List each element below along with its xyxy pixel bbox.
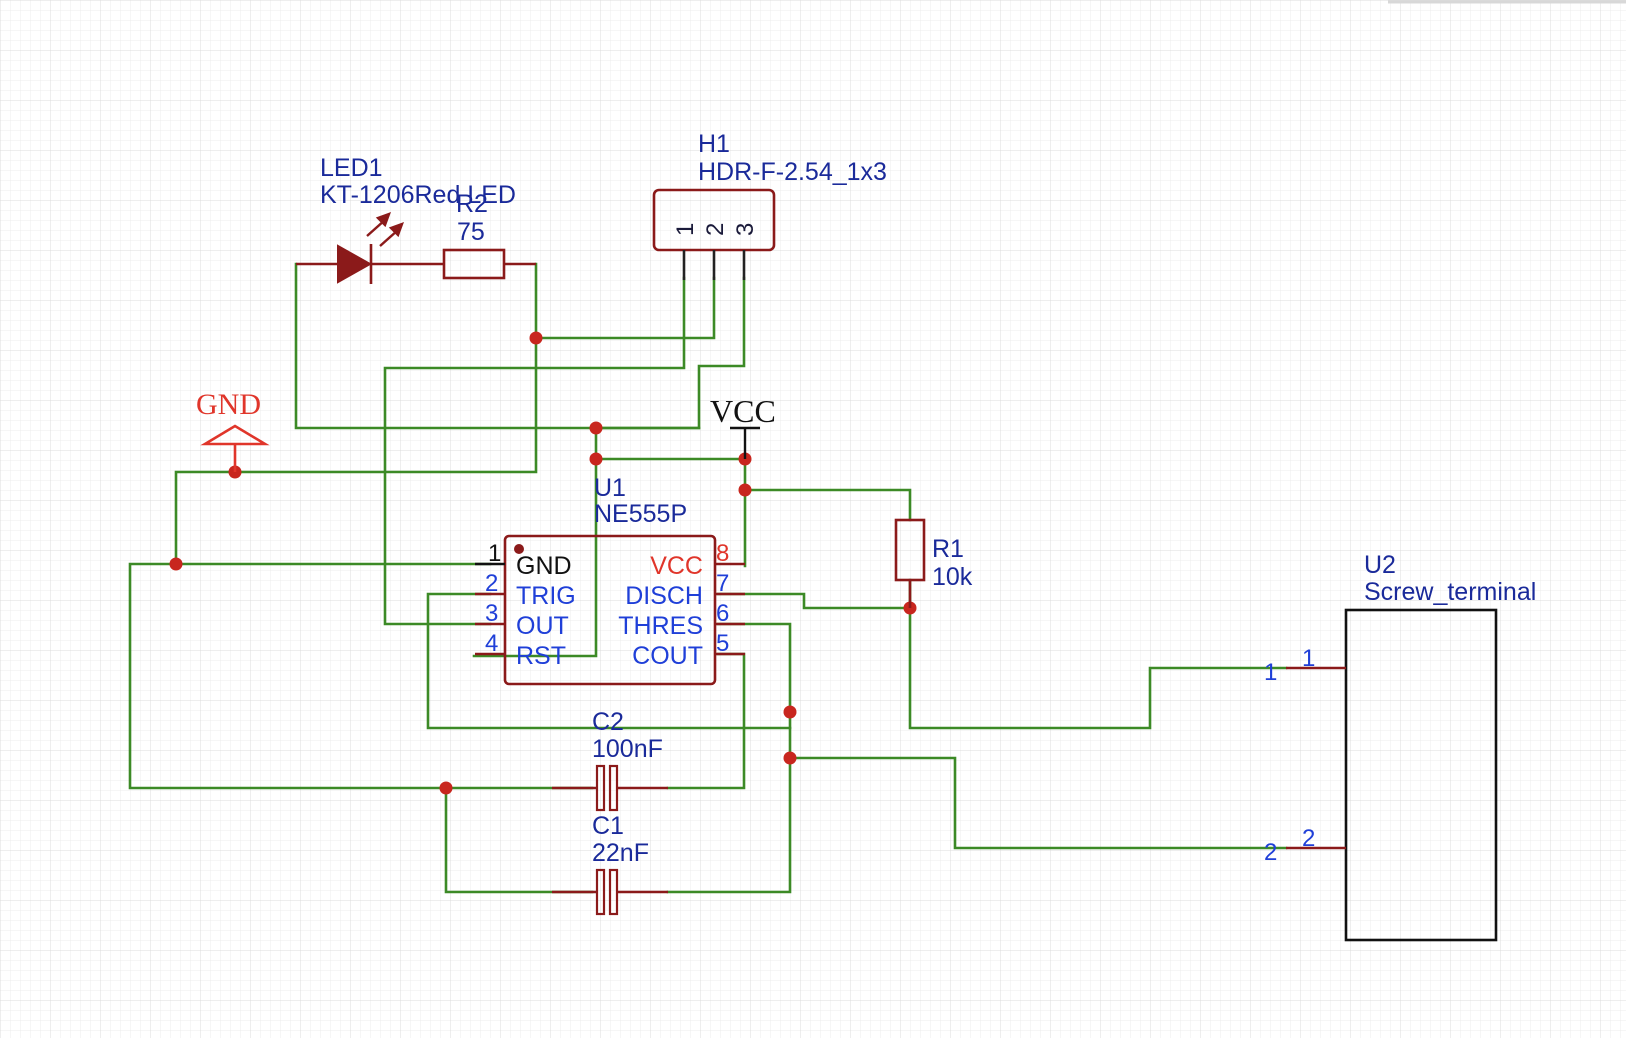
u1-pin7-name: DISCH bbox=[625, 582, 703, 610]
c1-ref: C1 bbox=[592, 812, 624, 840]
u1-pin2-name: TRIG bbox=[516, 582, 576, 610]
h1-ref: H1 bbox=[698, 130, 730, 158]
u2-value: Screw_terminal bbox=[1364, 578, 1536, 606]
u2-body bbox=[1344, 608, 1498, 942]
u1-pin6-num: 6 bbox=[716, 600, 729, 627]
u1-pin1-name: GND bbox=[516, 552, 572, 580]
wire-vcc-h1pin3[interactable] bbox=[594, 276, 746, 430]
u1-pin3-num: 3 bbox=[485, 600, 498, 627]
h1-header[interactable]: 1 2 3 H1 HDR-F-2.54_1x3 bbox=[652, 130, 887, 280]
junction-dot bbox=[589, 421, 603, 435]
u1-value: NE555P bbox=[594, 500, 687, 528]
u1-pin8-num: 8 bbox=[716, 540, 729, 567]
c2[interactable]: C2 100nF bbox=[552, 708, 668, 812]
junction-dot bbox=[738, 483, 752, 497]
c2-plate-right bbox=[608, 764, 619, 812]
u1-body bbox=[503, 534, 717, 686]
led1-value: KT-1206Red LED bbox=[320, 181, 516, 209]
h1-pin1-num: 1 bbox=[672, 223, 699, 236]
wire-gnd-rail[interactable] bbox=[128, 562, 594, 790]
u1-pin3-name: OUT bbox=[516, 612, 569, 640]
h1-pin3-num: 3 bbox=[732, 223, 759, 236]
r2-value: 75 bbox=[457, 218, 485, 246]
u1-pin2-num: 2 bbox=[485, 570, 498, 597]
vcc-label: VCC bbox=[710, 393, 776, 429]
u1-pin8-name: VCC bbox=[650, 552, 703, 580]
r1-ref: R1 bbox=[932, 535, 964, 563]
wire-r2-h1pin2[interactable] bbox=[534, 276, 716, 340]
pin1-marker bbox=[514, 544, 524, 554]
u1-pin5-num: 5 bbox=[716, 630, 729, 657]
junction-dot bbox=[783, 751, 797, 765]
led1-ref: LED1 bbox=[320, 154, 383, 182]
wire-vcc-r1[interactable] bbox=[743, 488, 912, 522]
r2-ref: R2 bbox=[456, 190, 488, 218]
junction-dot bbox=[783, 705, 797, 719]
wire-vcc-rst[interactable] bbox=[472, 426, 598, 658]
led-icon bbox=[337, 244, 373, 284]
junction-dot bbox=[529, 331, 543, 345]
u1-pin7-num: 7 bbox=[716, 570, 729, 597]
c2-value: 100nF bbox=[592, 735, 663, 763]
u1-pin1-num: 1 bbox=[488, 540, 501, 567]
c1-value: 22nF bbox=[592, 839, 649, 867]
u2-screw-terminal[interactable]: 1 2 1 2 U2 Screw_terminal bbox=[1264, 551, 1536, 942]
gnd-symbol[interactable]: GND bbox=[196, 388, 270, 472]
wire-disch-r1[interactable] bbox=[716, 592, 912, 610]
gnd-label: GND bbox=[196, 388, 261, 421]
h1-value: HDR-F-2.54_1x3 bbox=[698, 158, 887, 186]
wire-led-left[interactable] bbox=[294, 262, 701, 430]
light-arrow-icon bbox=[366, 211, 405, 247]
u2-ref: U2 bbox=[1364, 551, 1396, 579]
u1-pin4-name: RST bbox=[516, 642, 566, 670]
junction-dot bbox=[169, 557, 183, 571]
u1-ref: U1 bbox=[594, 474, 626, 502]
u1-pin4-num: 4 bbox=[485, 630, 498, 657]
c2-ref: C2 bbox=[592, 708, 624, 736]
u2-pin1-net-label: 1 bbox=[1264, 659, 1277, 686]
c1-plate-left bbox=[595, 868, 606, 916]
junction-dot bbox=[589, 452, 603, 466]
u1-pin6-name: THRES bbox=[618, 612, 703, 640]
u1-pin5-name: COUT bbox=[632, 642, 703, 670]
wire-c1-left[interactable] bbox=[444, 786, 594, 894]
wire-trig-loop[interactable] bbox=[426, 592, 792, 730]
c2-plate-left bbox=[595, 764, 606, 812]
vcc-symbol[interactable]: VCC bbox=[710, 393, 776, 459]
wire-thres-u2pin2[interactable] bbox=[788, 756, 1288, 850]
r2[interactable]: R2 75 bbox=[442, 190, 536, 280]
r1-value: 10k bbox=[932, 563, 973, 591]
u2-pin2-num: 2 bbox=[1302, 825, 1315, 852]
u2-pin2-net-label: 2 bbox=[1264, 839, 1277, 866]
u2-pin1-num: 1 bbox=[1302, 645, 1315, 672]
h1-pin2-num: 2 bbox=[702, 223, 729, 236]
r1[interactable]: R1 10k bbox=[894, 518, 973, 608]
c1-plate-right bbox=[608, 868, 619, 916]
u1-ne555p[interactable]: U1 NE555P 1 2 3 4 GND TRIG OUT RST 8 7 6… bbox=[475, 474, 745, 686]
c1[interactable]: C1 22nF bbox=[552, 812, 668, 916]
wire-r1-u2pin1[interactable] bbox=[908, 578, 1288, 730]
junction-dot bbox=[439, 781, 453, 795]
wire-h1pin1-out[interactable] bbox=[383, 276, 686, 626]
led1[interactable]: LED1 KT-1206Red LED bbox=[296, 154, 516, 284]
